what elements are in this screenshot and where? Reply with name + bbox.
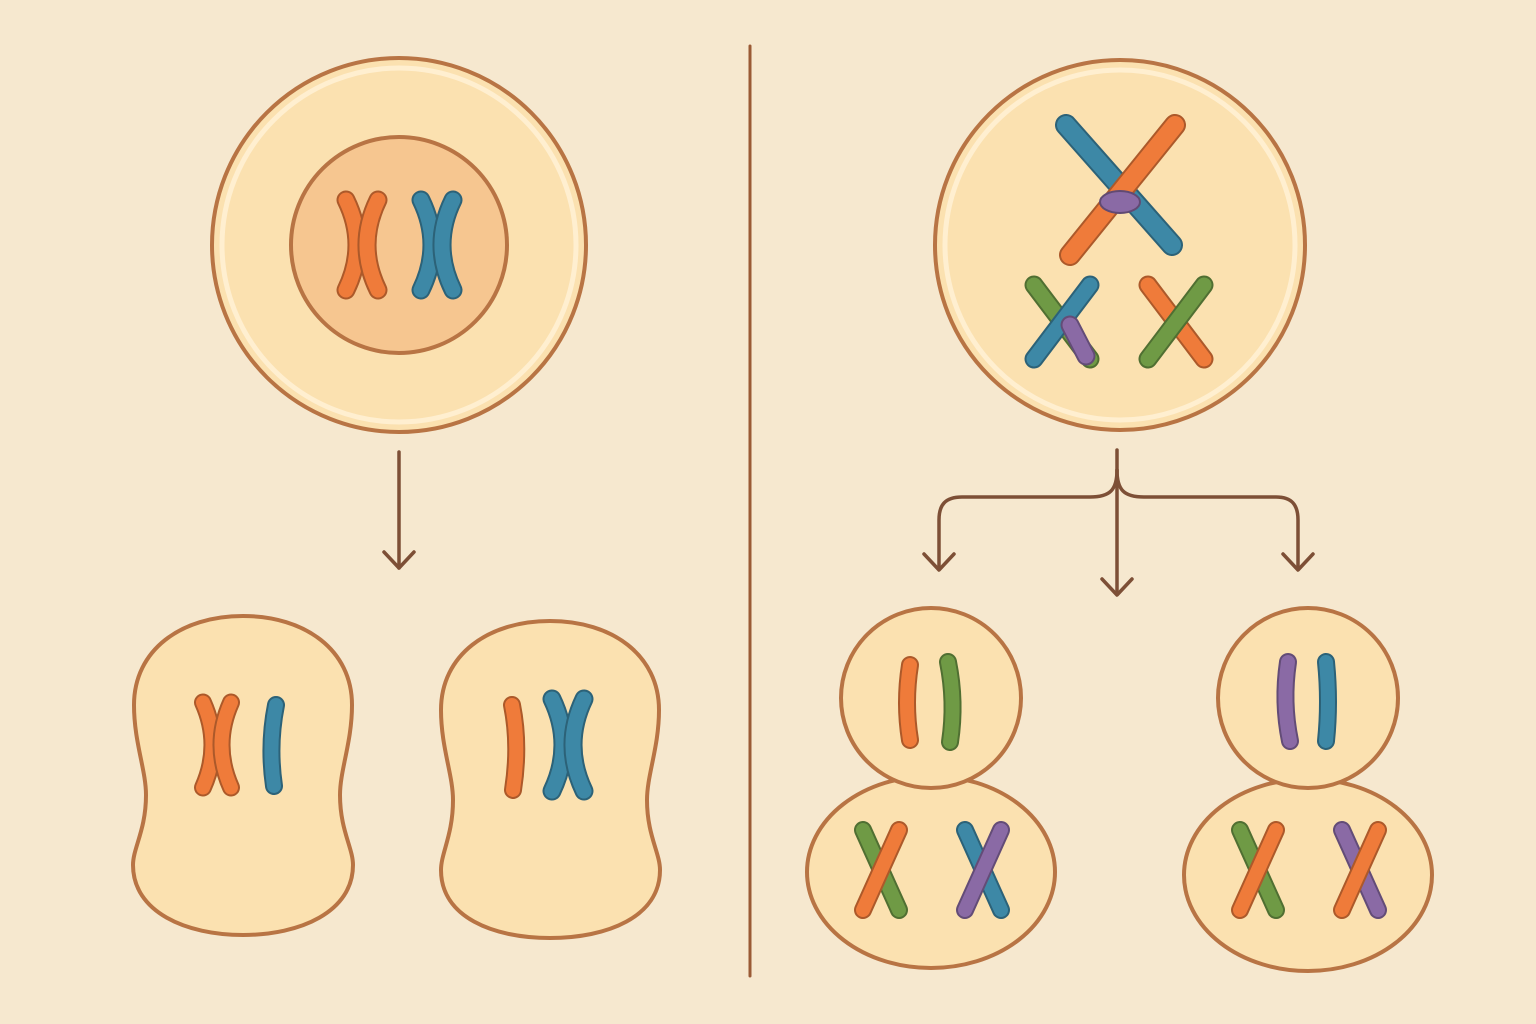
right-parent-chromosome-orange [1059,114,1186,266]
right-arrow-branch-left [937,468,1119,570]
right-parent-chromosome-orange-green [1138,275,1214,369]
right-daughter-2-lower-chromosome-purple-orange [1333,821,1387,919]
right-parent-cell [933,58,1307,432]
right-parent-chromosome-orange-green-arm-b-body [1140,277,1212,367]
left-parent-chromosome-blue-chromatid-b [432,190,463,300]
left-daughter-2-chromosome-blue-chromatid-a-body [544,691,571,799]
right-daughter-1-lower-chromosome-green-orange-arm-b [854,821,908,919]
right-arrow-head-middle [1100,577,1134,597]
right-daughter-1-upper-lobe [839,606,1023,790]
left-parent-chromosome-orange-chromatid-b-body [359,192,386,298]
left-daughter-1-chromosome-orange-chromatid-b [212,693,240,797]
left-daughter-2-chromosome-orange [503,696,526,799]
right-daughter-2-upper-lobe [1216,606,1400,790]
right-parent-cell-membrane [933,58,1307,432]
right-parent-centromere [1099,190,1141,214]
left-parent-chromosome-blue-chromatid-a [411,190,442,300]
left-daughter-2-chromosome-blue-chromatid-b [563,689,594,801]
right-daughter-2-lower-chromosome-green-orange-arm-b [1231,821,1285,919]
right-daughter-1-lower-chromosome-green-orange-arm-b-body [856,823,906,917]
right-daughter-2-lower-chromosome-purple-orange-arm-b-body [1335,823,1385,917]
right-parent-chromosome-purple-segment-body [1062,317,1094,364]
left-daughter-2-chromosome-orange-body [505,698,524,797]
right-daughter-1-lower-lobe [805,774,1057,970]
right-daughter-1-lower-chromosome-blue-purple-arm-b [956,821,1010,919]
left-daughter-1-chromosome-orange-chromatid-b-body [214,695,238,795]
left-arrow-head [382,550,416,570]
right-daughter-1-upper-chromosome-orange-body [900,658,917,747]
left-daughter-2-chromosome-blue-chromatid-a [542,689,573,801]
right-daughter-2-upper-chromosome-purple-body [1278,655,1297,748]
right-parent-cell-rim [942,67,1298,423]
left-parent-chromosome-orange-chromatid-b [357,190,388,300]
right-parent-chromosome-orange-green-arm-b [1138,275,1214,369]
left-parent-chromosome-orange-chromatid-a [336,190,367,300]
right-arrow-head-right [1281,552,1315,572]
left-daughter-2-chromosome-blue-chromatid-b-body [565,691,592,799]
left-daughter-1-chromosome-orange-chromatid-a [194,693,222,797]
right-daughter-1-upper-chromosome-green [939,653,962,751]
right-daughter-1-upper-chromosome-green-body [941,655,960,749]
right-daughter-2-lower-chromosome-green-orange-arm-b-body [1233,823,1283,917]
right-daughter-1-lower-chromosome-green-orange [854,821,908,919]
left-parent-nucleus [289,135,509,355]
right-daughter-2-lower-chromosome-green-orange [1231,821,1285,919]
left-daughter-cell-1-membrane [130,613,356,938]
left-daughter-cell-1 [130,613,356,938]
right-daughter-2-lower-chromosome-purple-orange-arm-b [1333,821,1387,919]
left-daughter-1-chromosome-blue-body [264,698,283,793]
left-daughter-1-chromosome-blue [262,696,285,795]
right-daughter-2-upper-chromosome-blue [1317,653,1337,750]
right-daughter-1-upper-chromosome-orange [898,656,919,749]
right-arrow-branch-right [1115,468,1300,570]
left-parent-chromosome-orange-chromatid-a-body [338,192,365,298]
right-daughter-1-lower-chromosome-blue-purple [956,821,1010,919]
right-daughter-1-lower-chromosome-blue-purple-arm-b-body [958,823,1008,917]
right-parent-chromosome-purple-segment [1060,315,1096,366]
right-parent-chromosome-orange-body [1061,116,1184,264]
left-parent-cell-rim [219,65,579,425]
right-daughter-2-upper-chromosome-blue-body [1319,655,1335,748]
left-parent-chromosome-blue-chromatid-b-body [434,192,461,298]
right-arrow-head-left [922,552,956,572]
right-daughter-2-lower-lobe [1182,777,1434,973]
right-daughter-2-upper-chromosome-purple [1276,653,1299,750]
left-parent-chromosome-blue-chromatid-a-body [413,192,440,298]
